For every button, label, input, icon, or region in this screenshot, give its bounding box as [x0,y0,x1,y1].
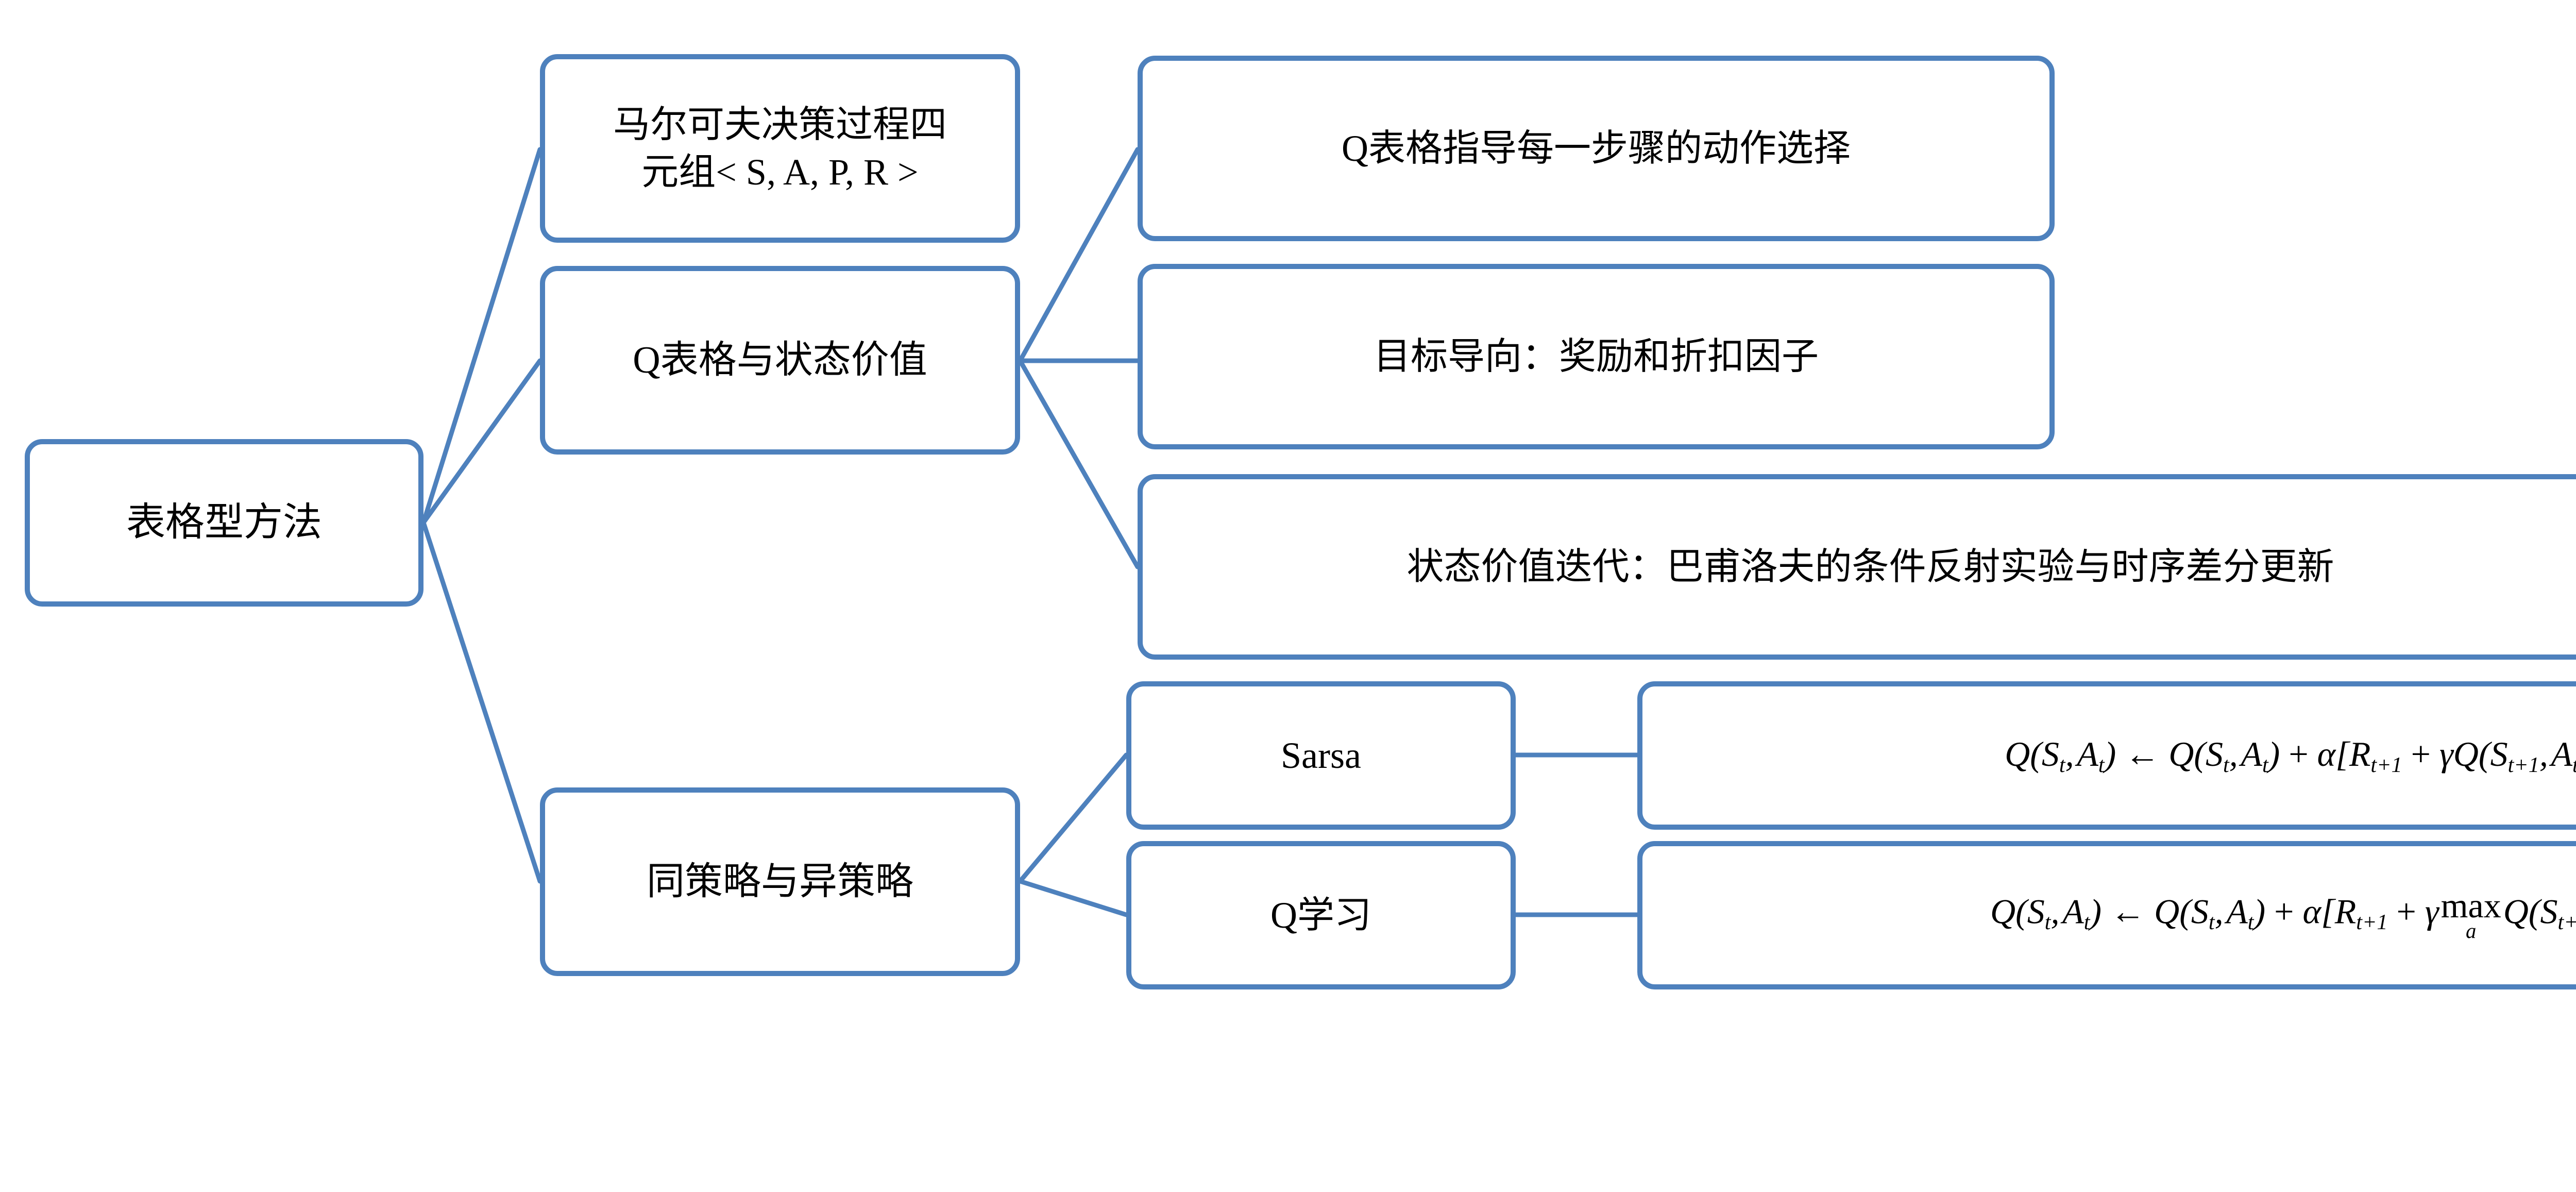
connector-qtable-to-leaf3 [1018,358,1140,569]
node-leaf2-label: 目标导向：奖励和折扣因子 [1373,335,1819,377]
connector-root-to-mdp [421,147,543,525]
connector-policy-to-sarsa [1018,752,1129,884]
node-qlearning-label: Q学习 [1270,894,1371,936]
connector-root-to-policy [421,520,543,884]
node-leaf1-label: Q表格指导每一步骤的动作选择 [1342,127,1851,169]
formula-sarsa-expression: Q(St, At) ← Q(St, At) + α[Rt+1 + γQ(St+1… [2005,734,2576,777]
connector-root-to-qtable [421,358,543,525]
connector-qtable-to-leaf1 [1018,147,1140,363]
node-qtable[interactable]: Q表格与状态价值 [540,266,1020,455]
node-leaf-goal-reward-discount[interactable]: 目标导向：奖励和折扣因子 [1138,264,2055,449]
node-policy[interactable]: 同策略与异策略 [540,787,1020,976]
node-policy-label: 同策略与异策略 [647,860,913,903]
node-sarsa[interactable]: Sarsa [1126,681,1516,830]
connector-policy-to-qlearning [1018,879,1129,917]
node-formula-sarsa[interactable]: Q(St, At) ← Q(St, At) + α[Rt+1 + γQ(St+1… [1637,681,2576,830]
node-qlearning[interactable]: Q学习 [1126,841,1516,989]
node-leaf-state-value-iteration[interactable]: 状态价值迭代：巴甫洛夫的条件反射实验与时序差分更新 [1138,474,2576,660]
node-leaf-q-table-guides-action[interactable]: Q表格指导每一步骤的动作选择 [1138,56,2055,241]
node-mdp-label: 马尔可夫决策过程四 元组< S, A, P, R > [613,104,947,193]
node-sarsa-label: Sarsa [1281,734,1361,776]
node-leaf3-label: 状态价值迭代：巴甫洛夫的条件反射实验与时序差分更新 [1406,546,2334,587]
node-root[interactable]: 表格型方法 [25,439,423,607]
node-root-label: 表格型方法 [126,500,322,544]
node-mdp[interactable]: 马尔可夫决策过程四 元组< S, A, P, R > [540,54,1020,243]
node-qtable-label: Q表格与状态价值 [633,339,927,381]
